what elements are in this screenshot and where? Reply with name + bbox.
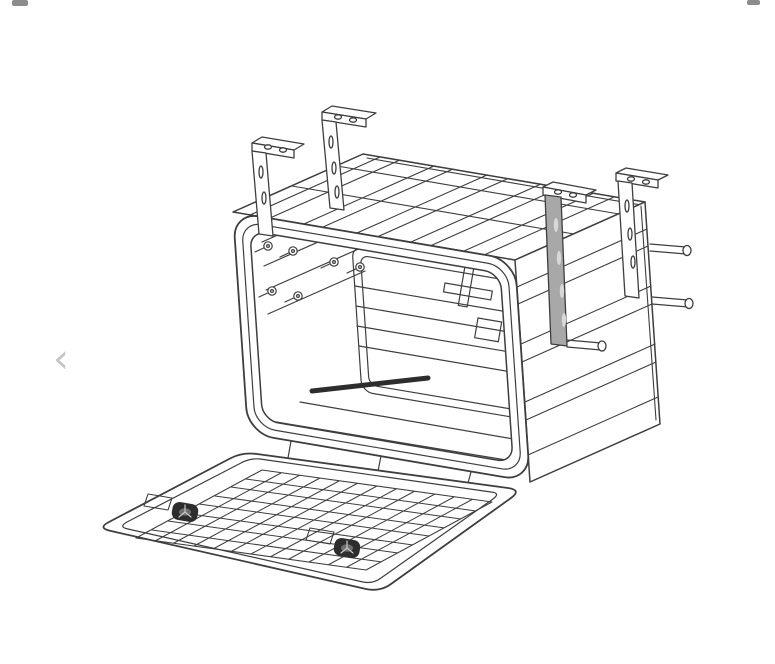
latch-keepers xyxy=(144,494,334,544)
carousel-prev-button[interactable]: ‹ xyxy=(40,330,82,388)
interior-pocket xyxy=(475,318,502,342)
side-ribs xyxy=(517,229,658,455)
hinge-links xyxy=(288,441,471,483)
pin-icon xyxy=(567,340,606,351)
pin-icon xyxy=(650,244,691,256)
lid-latches xyxy=(171,501,361,559)
back-wall-ribs xyxy=(355,286,553,379)
mounting-bracket-left-outer xyxy=(252,137,304,236)
pin-icon xyxy=(652,297,693,309)
vent-slot xyxy=(312,378,428,391)
mounting-pins xyxy=(567,244,693,351)
top-right-artifact xyxy=(747,0,760,5)
mounting-bracket-right-front xyxy=(543,182,596,346)
bracket-strap xyxy=(545,195,567,346)
line-art xyxy=(103,106,693,590)
bracket-slots xyxy=(553,218,567,327)
screen-edge-artifacts xyxy=(12,0,760,6)
chevron-left-icon: ‹ xyxy=(53,336,69,382)
mounting-bracket-right-rear xyxy=(616,168,668,298)
top-left-artifact xyxy=(12,0,28,6)
latch-knob-icon xyxy=(171,501,199,523)
lid-rim xyxy=(123,459,497,583)
front-frame xyxy=(233,212,530,482)
latch-knob-icon xyxy=(333,537,361,559)
carriage-bolts xyxy=(255,242,364,302)
box-interior xyxy=(255,199,556,462)
lid-waffle-grid xyxy=(152,473,476,567)
lid xyxy=(103,454,515,590)
left-wall-ribs xyxy=(262,199,365,314)
mounting-bracket-left-inner xyxy=(322,106,376,210)
